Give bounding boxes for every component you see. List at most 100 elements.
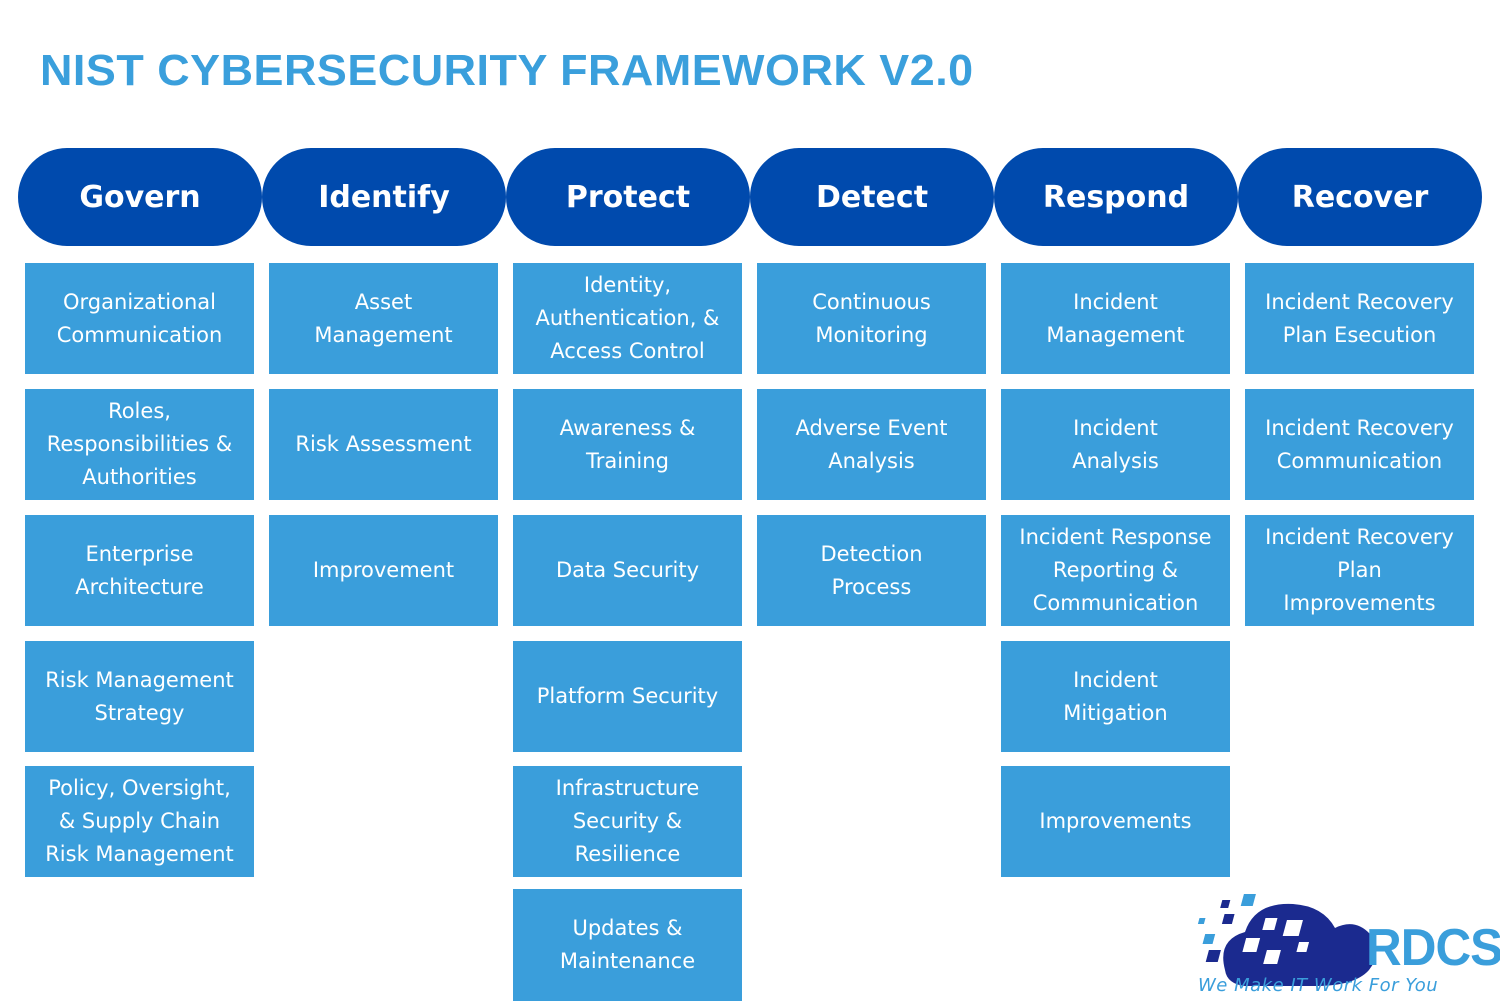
category-label-line: Identity, <box>583 273 672 297</box>
category-label-line: Awareness & <box>559 415 696 440</box>
logo-wordmark: RDCS <box>1366 919 1500 977</box>
category-label: Roles,Responsibilities &Authorities <box>47 395 233 494</box>
category-label-line: Plan Esecution <box>1282 322 1437 347</box>
category-label-line: Incident Response <box>1019 525 1212 549</box>
category-label: Updates & Maintenance <box>560 912 695 978</box>
category-label-line: Continuous <box>812 289 931 314</box>
category-label: Data Security <box>556 554 699 587</box>
category-box: Awareness & Training <box>513 389 742 500</box>
category-label-line: Plan <box>1337 558 1382 582</box>
category-label-line: Detection <box>820 541 923 566</box>
category-label-line: Maintenance <box>559 949 696 973</box>
function-header-identify: Identify <box>262 148 506 246</box>
category-label-line: Adverse Event <box>795 415 948 440</box>
category-label-line: Incident Recovery <box>1265 289 1454 314</box>
category-label-line: Architecture <box>75 574 204 599</box>
category-box: Platform Security <box>513 641 742 752</box>
category-label-line: Communication <box>1032 591 1199 615</box>
category-label-line: Risk Management <box>45 842 234 866</box>
function-header-govern: Govern <box>18 148 262 246</box>
category-label-line: Security & <box>572 809 683 833</box>
category-label-line: Incident Recovery <box>1265 415 1454 440</box>
category-label-line: Risk Management <box>45 667 234 692</box>
category-label: Awareness & Training <box>560 412 696 478</box>
function-header-protect: Protect <box>506 148 750 246</box>
function-header-respond: Respond <box>994 148 1238 246</box>
category-box: Improvements <box>1001 766 1230 877</box>
category-label-line: Mitigation <box>1063 700 1168 725</box>
category-label-line: Training <box>586 448 669 473</box>
category-label: Improvements <box>1039 805 1191 838</box>
category-label-line: Roles, <box>108 399 171 423</box>
category-label-line: Authentication, & <box>535 306 720 330</box>
category-label-line: Policy, Oversight, <box>48 776 231 800</box>
category-label-line: Platform Security <box>536 684 719 708</box>
category-box: Improvement <box>269 515 498 626</box>
category-label-line: Authorities <box>82 465 197 489</box>
page-title: NIST CYBERSECURITY FRAMEWORK V2.0 <box>40 46 974 95</box>
category-label-line: Strategy <box>94 700 185 725</box>
category-label-line: Monitoring <box>815 322 928 347</box>
category-label-line: Communication <box>56 322 223 347</box>
category-box: Identity, Authentication, & Access Control <box>513 263 742 374</box>
category-label-line: Resilience <box>574 842 681 866</box>
category-label-line: Process <box>831 574 912 599</box>
category-label-line: Analysis <box>1072 448 1159 473</box>
category-label: Identity, Authentication, & Access Control <box>536 269 720 368</box>
category-label-line: Incident Recovery <box>1265 525 1454 549</box>
category-box: Roles,Responsibilities &Authorities <box>25 389 254 500</box>
category-label-line: Management <box>1046 322 1185 347</box>
category-box: Updates & Maintenance <box>513 889 742 1001</box>
category-label-line: Updates & <box>572 916 683 940</box>
category-label-line: Incident <box>1073 415 1158 440</box>
function-header-detect: Detect <box>750 148 994 246</box>
category-label-line: Communication <box>1276 448 1443 473</box>
category-label: Improvement <box>313 554 454 587</box>
category-label-line: Improvements <box>1039 809 1192 833</box>
category-label-line: Enterprise <box>85 541 194 566</box>
category-label-line: Access Control <box>550 339 705 363</box>
category-label: Platform Security <box>537 680 718 713</box>
logo-tagline: We Make IT Work For You <box>1198 975 1439 996</box>
cloud-pixel-icon <box>1197 894 1377 986</box>
category-label-line: Improvement <box>312 558 455 582</box>
category-label-line: Infrastructure <box>555 776 700 800</box>
category-label-line: Reporting & <box>1052 558 1179 582</box>
category-box: Risk Assessment <box>269 389 498 500</box>
category-label-line: Risk Assessment <box>295 432 472 456</box>
category-label-line: & Supply Chain <box>58 809 221 833</box>
category-label: Risk Assessment <box>295 428 471 461</box>
function-header-recover: Recover <box>1238 148 1482 246</box>
category-label-line: Incident <box>1073 289 1158 314</box>
